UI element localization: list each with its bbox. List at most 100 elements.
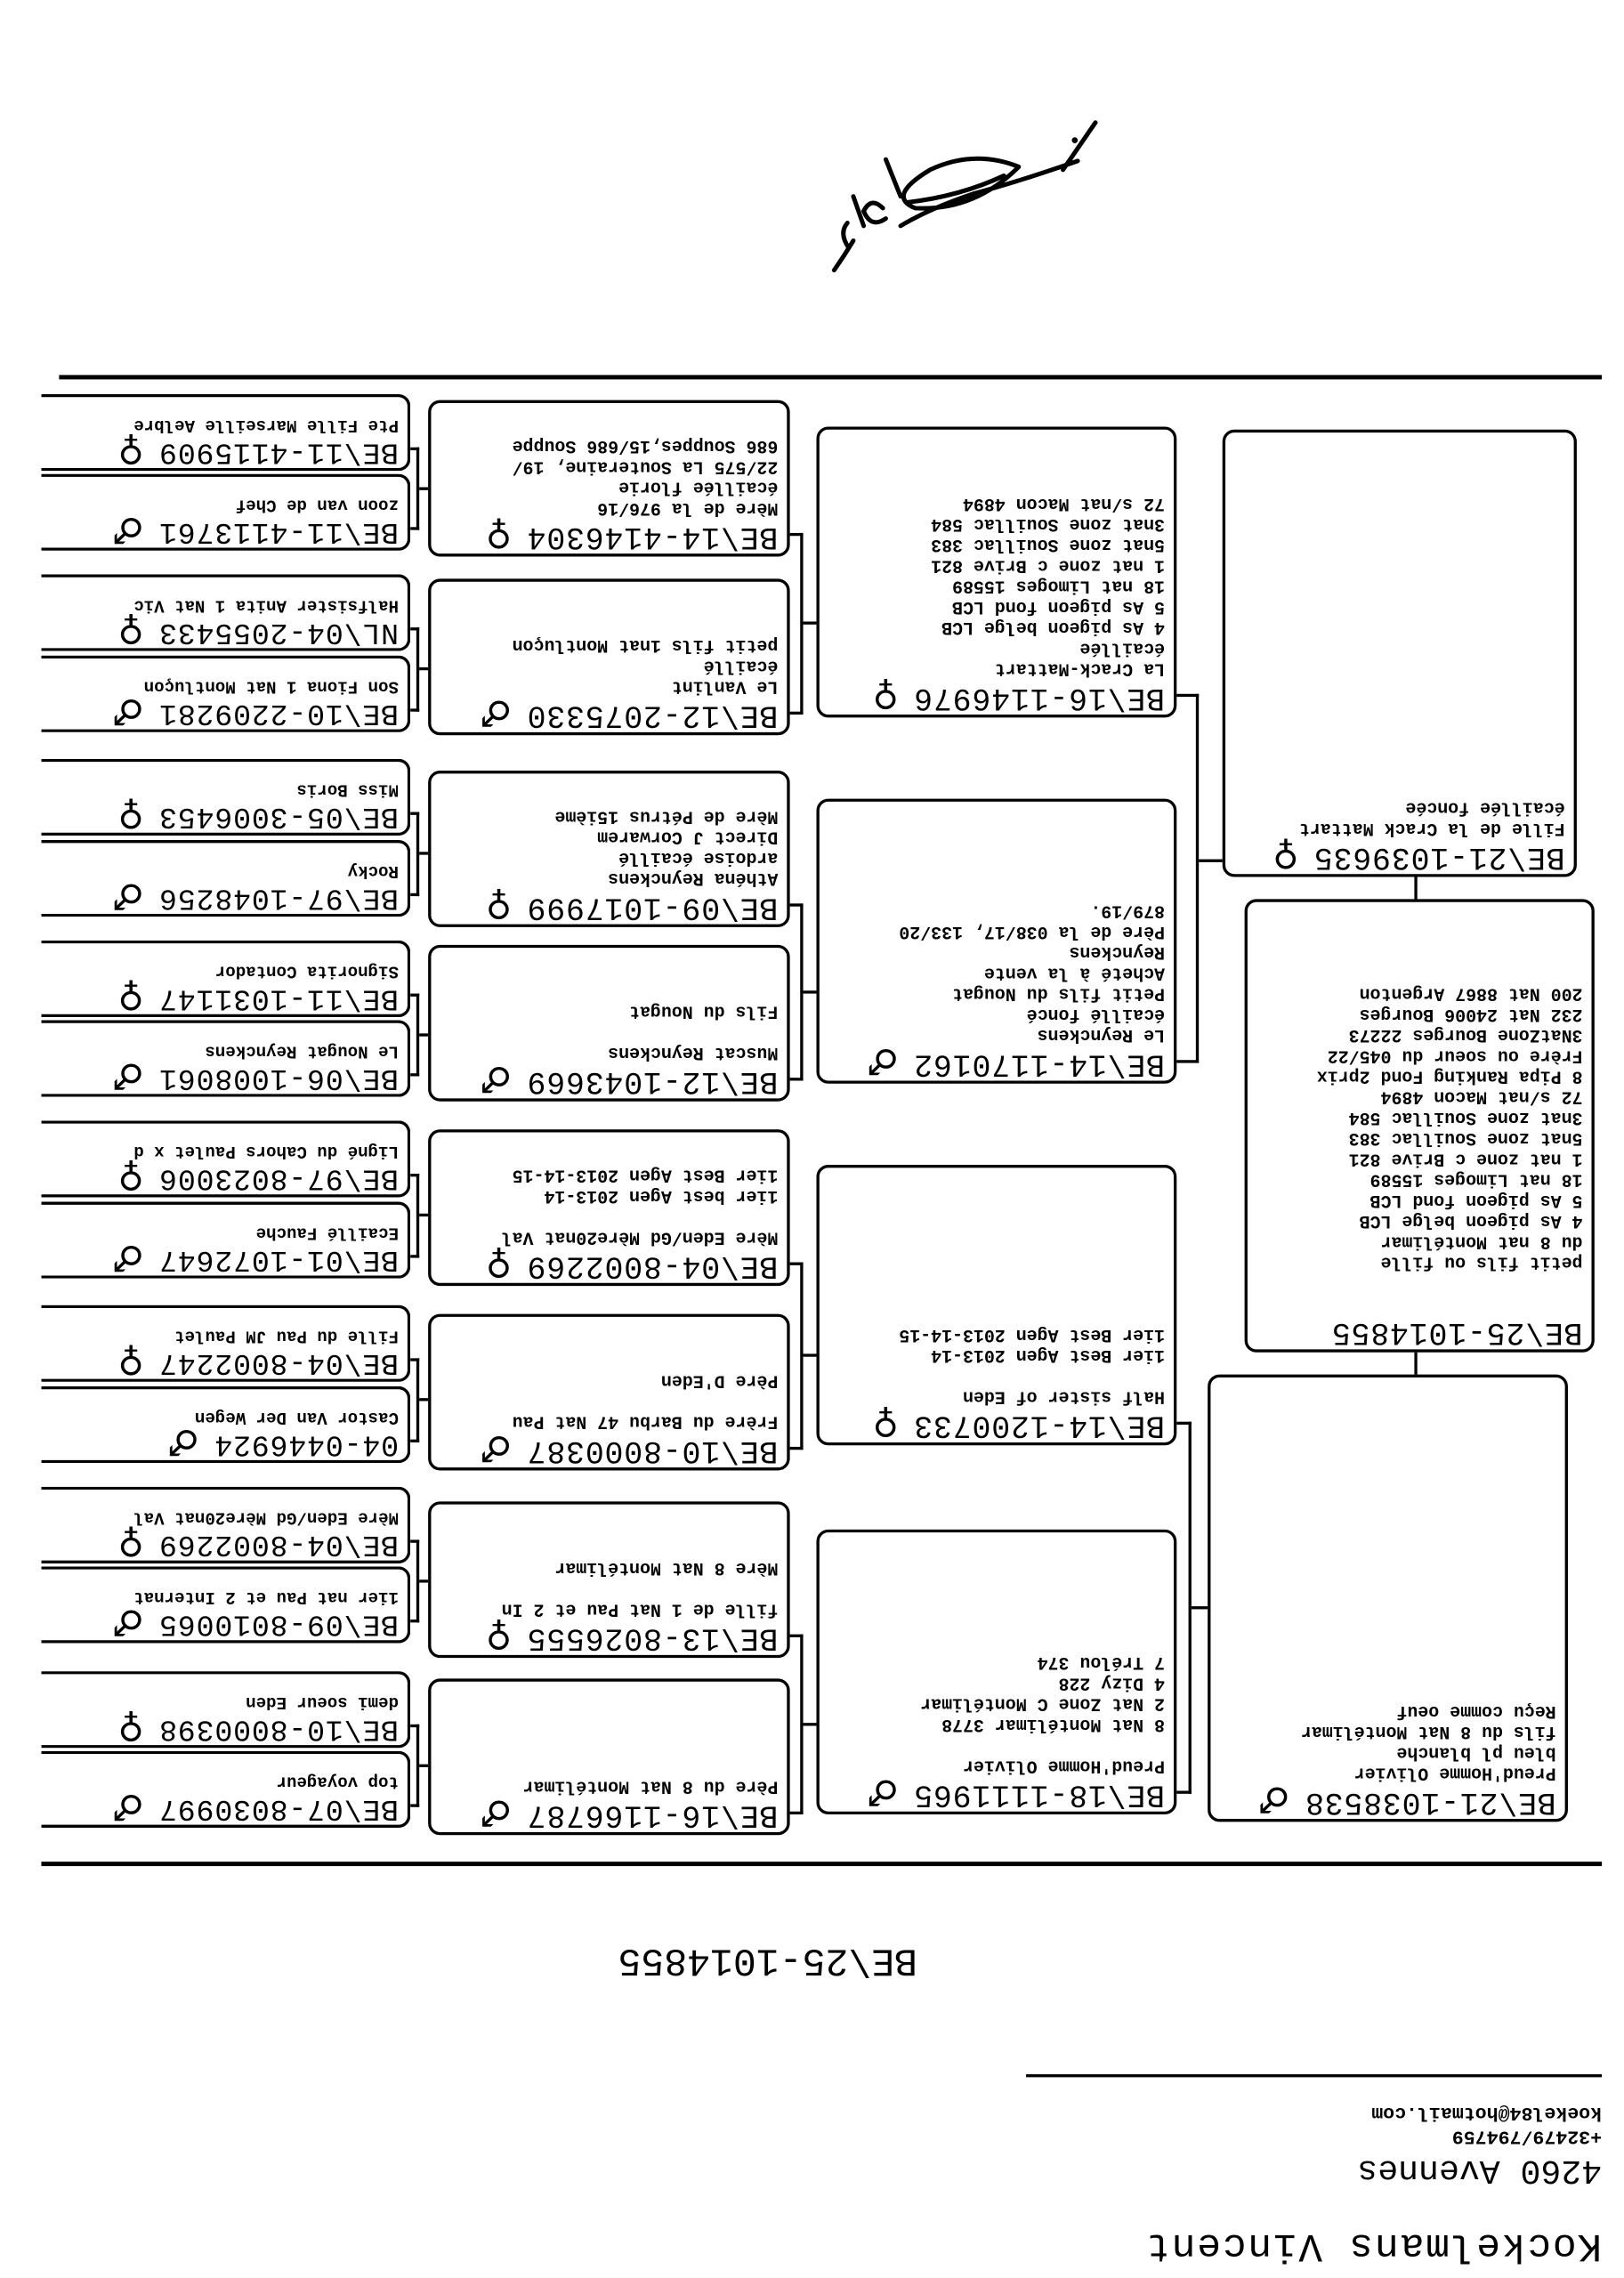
great-grandparent-card[interactable]: BE\16-1166787♂Père du 8 Nat Montélimar [428,1678,790,1836]
male-icon: ♂ [167,1421,199,1464]
ring-row: BE\25-1014855 [1256,1314,1583,1348]
note-line: 4 Dizy 228 [1058,1672,1166,1693]
great-great-grandparent-card[interactable]: BE\04-8002269♀Mère Eden/Gd Mère20nat Val [41,1486,411,1563]
great-grandparent-card[interactable]: BE\04-8002269♀Mère Eden/Gd Mère20nat Val… [428,1129,790,1287]
male-icon: ♂ [1257,1780,1290,1822]
ring-number: BE\11-4115909 [158,433,399,468]
ring-number: BE\16-1146976 [913,679,1166,714]
great-grandparent-card[interactable]: BE\13-8026555♀fille de 1 Nat Pau et 2 In… [428,1501,790,1659]
note-line: Frère ou soeur du 045/22 [1327,1045,1583,1066]
female-icon: ♀ [117,1156,144,1198]
ring-row: BE\06-1008061♂ [50,1055,399,1096]
male-icon: ♂ [112,1602,144,1644]
note-line: 5 As pigeon fond LCB [952,596,1166,618]
great-great-grandparent-card[interactable]: BE\07-8030997♂top voyageur [41,1750,411,1828]
connector-line [789,1262,804,1265]
note-line: 1ier Best Agen 2013-14 [931,1345,1166,1366]
connector-line [419,1579,429,1583]
great-great-grandparent-card[interactable]: BE\10-2209281♂Son Fiona 1 Nat Montluçon [41,655,411,732]
pigeon-notes: 1ier nat Pau et 2 Internat [50,1586,399,1607]
great-great-grandparent-card[interactable]: 04-0446924♂Castor Van Der Wegen [41,1385,411,1464]
note-line: 3nat zone Souillac 584 [931,513,1166,535]
great-great-grandparent-card[interactable]: BE\10-8000398♀demi soeur Eden [41,1671,411,1749]
note-line: Reynckens [1069,941,1166,963]
great-great-grandparent-card[interactable]: BE\05-3006453♀Miss Boris [41,758,411,836]
great-great-grandparent-card[interactable]: BE\04-8002247♀Fille du Pau JM Paulet [41,1305,411,1382]
connector-line [789,1811,804,1815]
note-line: Acheté à la vente [983,962,1166,983]
note-line: Le Nougat Reynckens [205,1040,399,1061]
female-icon: ♀ [117,975,144,1018]
male-icon: ♂ [112,1786,144,1828]
great-great-grandparent-card[interactable]: BE\97-8023006♀Ligné du Cahors Paulet x d [41,1120,411,1198]
male-icon: ♂ [112,509,144,551]
ring-number: BE\01-1072647 [158,1241,399,1276]
note-line: 1 nat zone c Brive 821 [1348,1148,1583,1170]
pigeon-notes: Ligné du Cahors Paulet x d [50,1140,399,1160]
ring-row: BE\04-8002269♀ [440,1244,778,1285]
note-line: Reçu comme oeuf [1396,1700,1556,1722]
male-icon: ♂ [480,1059,513,1101]
great-great-grandparent-card[interactable]: BE\11-4113761♂zoon van de Chef [41,473,411,551]
ring-row: BE\13-8026555♀ [440,1616,779,1657]
pigeon-notes: Pte Fille Marseille Aelbre [50,414,399,434]
great-great-grandparent-card[interactable]: BE\11-4115909♀Pte Fille Marseille Aelbre [41,393,411,472]
connector-line [803,990,817,994]
ring-row: BE\12-1043669 ♂ [440,1059,779,1101]
male-icon: ♂ [480,1428,513,1470]
note-line: Son Fiona 1 Nat Montluçon [143,675,399,696]
signature [831,120,1098,273]
note-line: du 8 nat Montélimar [1380,1231,1583,1252]
note-line: top voyageur [276,1771,399,1791]
note-line: 1ier nat Pau et 2 Internat [133,1587,399,1607]
pigeon-notes: top voyageur [50,1770,399,1791]
note-line: fils du 8 Nat Montélimar [1300,1721,1556,1742]
ring-row: BE\97-8023006♀ [50,1156,399,1198]
great-great-grandparent-card[interactable]: BE\11-1031147♀Signorita Contador [41,940,411,1018]
ring-row: BE\18-1111965♂ [828,1773,1165,1814]
connector-line [410,1073,420,1077]
great-great-grandparent-card[interactable]: BE\01-1072647♂Ecaillé Fauche [41,1201,411,1279]
female-icon: ♀ [1273,835,1299,876]
connector-line [410,993,420,997]
connector-line [1414,1352,1418,1375]
great-great-grandparent-card[interactable]: NL\04-2055433♀Halfsister Anita 1 Nat Vic [41,574,411,651]
note-line [440,1391,778,1411]
great-great-grandparent-card[interactable]: BE\09-8010065♂1ier nat Pau et 2 Internat [41,1566,411,1644]
pigeon-notes: Halfsister Anita 1 Nat Vic [50,594,399,615]
ring-number: BE\21-1038538 [1305,1783,1556,1818]
ring-number: BE\14-4146304 [526,518,779,553]
note-line: Fille du Pau JM Paulet [174,1325,399,1345]
ring-row: BE\11-4115909♀ [50,430,399,471]
note-line: 232 Nat 24006 Bourges [1359,1004,1583,1025]
ring-number: BE\12-1043669 [526,1062,779,1097]
connector-line [410,627,420,631]
connector-line [410,708,420,712]
great-great-grandparent-card[interactable]: BE\97-1048256♂Rocky [41,840,411,917]
great-great-grandparent-card[interactable]: BE\06-1008061♂Le Nougat Reynckens [41,1020,411,1097]
ring-row: BE\21-1039635♀ [1234,835,1564,876]
note-line: écaillée foncée [1405,796,1565,819]
ring-row: BE\11-1031147♀ [50,975,399,1018]
note-line [440,1206,778,1226]
ring-number: BE\13-8026555 [526,1620,779,1654]
ring-number: BE\14-1170162 [913,1045,1166,1079]
